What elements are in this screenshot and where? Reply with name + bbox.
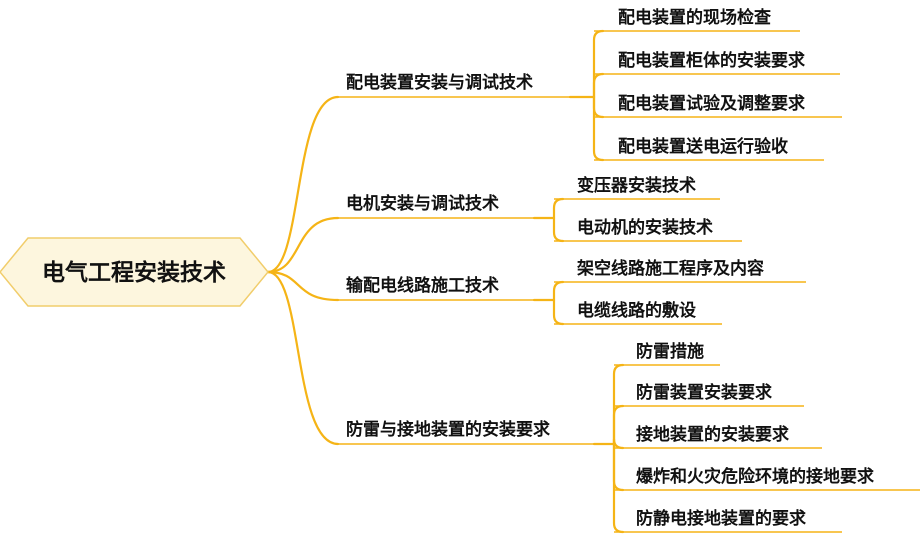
leaf-connector-0-2	[592, 95, 605, 119]
root-node-label: 电气工程安装技术	[42, 259, 226, 286]
leaf-label: 配电装置试验及调整要求	[618, 93, 805, 114]
leaf-node[interactable]: 防雷装置安装要求	[614, 382, 804, 407]
leaf-label: 配电装置的现场检查	[618, 7, 772, 28]
leaf-connector-3-3	[612, 442, 625, 492]
root-connector-3	[266, 270, 340, 446]
leaf-connector-2-0	[552, 280, 565, 302]
leaf-node[interactable]: 配电装置的现场检查	[594, 7, 800, 32]
leaf-label: 配电装置送电运行验收	[618, 136, 788, 157]
leaf-label: 电缆线路的敷设	[577, 300, 696, 321]
leaf-label: 接地装置的安装要求	[636, 424, 789, 445]
branch-label: 配电装置安装与调试技术	[346, 72, 533, 93]
branch-label: 电机安装与调试技术	[346, 193, 499, 214]
root-connector-2	[266, 270, 340, 302]
leaf-connector-1-0	[552, 197, 565, 220]
leaf-node[interactable]: 配电装置柜体的安装要求	[594, 50, 840, 75]
leaf-connector-0-1	[592, 72, 605, 99]
leaf-connector-2-1	[552, 298, 565, 326]
leaf-connector-0-0	[592, 29, 605, 99]
leaf-label: 变压器安装技术	[577, 175, 696, 196]
leaf-label: 电动机的安装技术	[577, 217, 713, 238]
leaf-label: 防静电接地装置的要求	[636, 508, 806, 529]
branch-label: 输配电线路施工技术	[346, 275, 499, 296]
leaf-connector-0-3	[592, 95, 605, 162]
leaf-label: 防雷措施	[636, 341, 704, 362]
leaf-label: 爆炸和火灾危险环境的接地要求	[636, 466, 874, 487]
leaf-node[interactable]: 接地装置的安装要求	[614, 424, 822, 449]
branch-node-lightning-grounding[interactable]: 防雷与接地装置的安装要求	[338, 419, 594, 445]
branch-node-motor[interactable]: 电机安装与调试技术	[338, 193, 534, 219]
leaf-node[interactable]: 电动机的安装技术	[554, 217, 742, 242]
branch-node-transmission-line[interactable]: 输配电线路施工技术	[338, 275, 534, 301]
leaf-node[interactable]: 防静电接地装置的要求	[614, 508, 842, 533]
root-connector-1	[266, 216, 340, 274]
leaf-node[interactable]: 电缆线路的敷设	[554, 300, 722, 325]
leaf-label: 防雷装置安装要求	[636, 382, 772, 403]
leaf-connector-3-0	[612, 363, 625, 446]
leaf-node[interactable]: 防雷措施	[614, 341, 720, 366]
leaf-connector-1-1	[552, 216, 565, 243]
leaf-node[interactable]: 架空线路施工程序及内容	[554, 258, 806, 283]
leaf-node[interactable]: 爆炸和火灾危险环境的接地要求	[614, 466, 920, 491]
leaf-node[interactable]: 变压器安装技术	[554, 175, 720, 200]
leaf-node[interactable]: 配电装置送电运行验收	[594, 136, 824, 161]
branch-node-power-distribution[interactable]: 配电装置安装与调试技术	[338, 72, 570, 98]
root-node[interactable]: 电气工程安装技术	[0, 237, 269, 307]
leaf-connector-3-1	[612, 404, 625, 446]
branch-label: 防雷与接地装置的安装要求	[346, 419, 550, 440]
leaf-label: 架空线路施工程序及内容	[577, 258, 764, 279]
leaf-node[interactable]: 配电装置试验及调整要求	[594, 93, 842, 118]
root-connector-0	[266, 95, 340, 274]
root-node-shape	[0, 237, 269, 307]
leaf-label: 配电装置柜体的安装要求	[618, 50, 805, 71]
leaf-connector-3-2	[612, 438, 625, 450]
